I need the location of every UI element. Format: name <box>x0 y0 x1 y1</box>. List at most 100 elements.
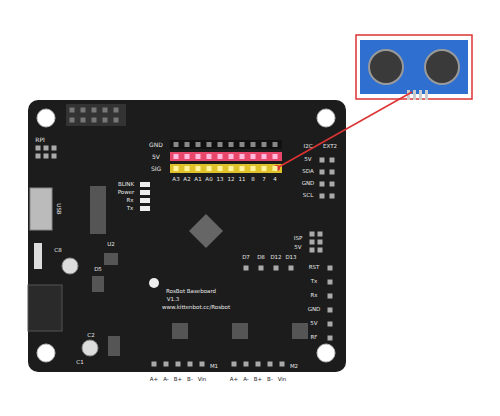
pin-label: D7 <box>242 255 250 261</box>
header-pin <box>328 322 333 327</box>
pin-label: EXT2 <box>323 144 337 150</box>
header-pin <box>240 154 245 159</box>
header-pin <box>218 166 223 171</box>
pin-label: M1 <box>210 364 218 370</box>
pin-label: Vin <box>278 377 287 383</box>
header-pin <box>328 308 333 313</box>
header-pin <box>318 240 323 245</box>
header-pin <box>196 142 201 147</box>
pin-label: C8 <box>54 248 61 254</box>
header-pin <box>229 142 234 147</box>
header-pin <box>92 108 97 113</box>
header-pin <box>196 154 201 159</box>
pin-label: ISP <box>294 236 302 242</box>
header-pin <box>185 166 190 171</box>
header-pin <box>244 266 249 271</box>
pin-label: A+ <box>230 377 238 383</box>
pin-label: B- <box>267 377 273 383</box>
header-pin <box>310 248 315 253</box>
header-pin <box>330 194 335 199</box>
header-pin <box>251 166 256 171</box>
pin-label: GND <box>302 181 315 187</box>
pin-label: D13 <box>285 255 296 261</box>
pin-label: BLINK <box>118 182 134 188</box>
header-pin <box>218 154 223 159</box>
pin-label: USB <box>55 203 61 214</box>
header-pin <box>251 154 256 159</box>
header-pin <box>52 154 57 159</box>
header-pin <box>92 118 97 123</box>
header-pin <box>188 362 193 367</box>
header-pin <box>196 166 201 171</box>
pin-label: B- <box>187 377 193 383</box>
header-pin <box>251 142 256 147</box>
header-pin <box>320 182 325 187</box>
pin-label: 8 <box>251 177 255 183</box>
pin-label: GND <box>149 142 163 148</box>
pin-label: Rx <box>126 198 133 204</box>
pin-label: D12 <box>270 255 281 261</box>
pin-label: 7 <box>262 177 266 183</box>
pin-label: B+ <box>174 377 182 383</box>
header-pin <box>174 166 179 171</box>
header-pin <box>232 362 237 367</box>
pin-label: A+ <box>150 377 158 383</box>
header-pin <box>256 362 261 367</box>
header-pin <box>274 266 279 271</box>
header-pin <box>262 166 267 171</box>
header-pin <box>174 142 179 147</box>
pin-label: U2 <box>107 242 115 248</box>
header-pin <box>273 142 278 147</box>
header-pin <box>318 248 323 253</box>
header-pin <box>81 108 86 113</box>
header-pin <box>207 154 212 159</box>
header-pin <box>268 362 273 367</box>
pin-label: A0 <box>205 177 212 183</box>
header-pin <box>207 166 212 171</box>
header-pin <box>36 154 41 159</box>
pin-label: GND <box>308 307 321 313</box>
pin-label: C1 <box>76 360 83 366</box>
pin-label: 5V <box>304 157 311 163</box>
header-pin <box>176 362 181 367</box>
header-pin <box>330 182 335 187</box>
pin-label: 11 <box>239 177 246 183</box>
header-pin <box>273 154 278 159</box>
header-pin <box>103 118 108 123</box>
header-pin <box>229 166 234 171</box>
pin-label: SCL <box>303 193 313 199</box>
pin-label: A- <box>163 377 169 383</box>
header-pin <box>229 154 234 159</box>
pin-label: SIG <box>151 166 161 172</box>
pin-label: SDA <box>302 169 313 175</box>
header-pin <box>328 294 333 299</box>
pin-label: A1 <box>194 177 201 183</box>
pin-label: Tx <box>311 279 318 285</box>
pcb <box>28 100 346 372</box>
header-pin <box>44 146 49 151</box>
pin-label: Rx <box>310 293 317 299</box>
pin-label: 4 <box>273 177 277 183</box>
pin-label: RF <box>311 335 318 341</box>
pin-label: B+ <box>254 377 262 383</box>
header-pin <box>330 158 335 163</box>
header-pin <box>310 232 315 237</box>
header-pin <box>200 362 205 367</box>
pin-label: C2 <box>87 333 94 339</box>
pin-label: M2 <box>290 364 298 370</box>
pin-label: 5V <box>294 245 301 251</box>
header-pin <box>310 240 315 245</box>
pin-label: Vin <box>198 377 207 383</box>
header-pin <box>36 146 41 151</box>
header-pin <box>185 154 190 159</box>
pin-label: A- <box>243 377 249 383</box>
header-pin <box>262 154 267 159</box>
pin-label: 13 <box>217 177 224 183</box>
header-pin <box>164 362 169 367</box>
pin-label: Tx <box>127 206 134 212</box>
pin-label: 12 <box>228 177 235 183</box>
pin-label: RST <box>309 265 320 271</box>
header-pin <box>52 146 57 151</box>
header-pin <box>320 158 325 163</box>
